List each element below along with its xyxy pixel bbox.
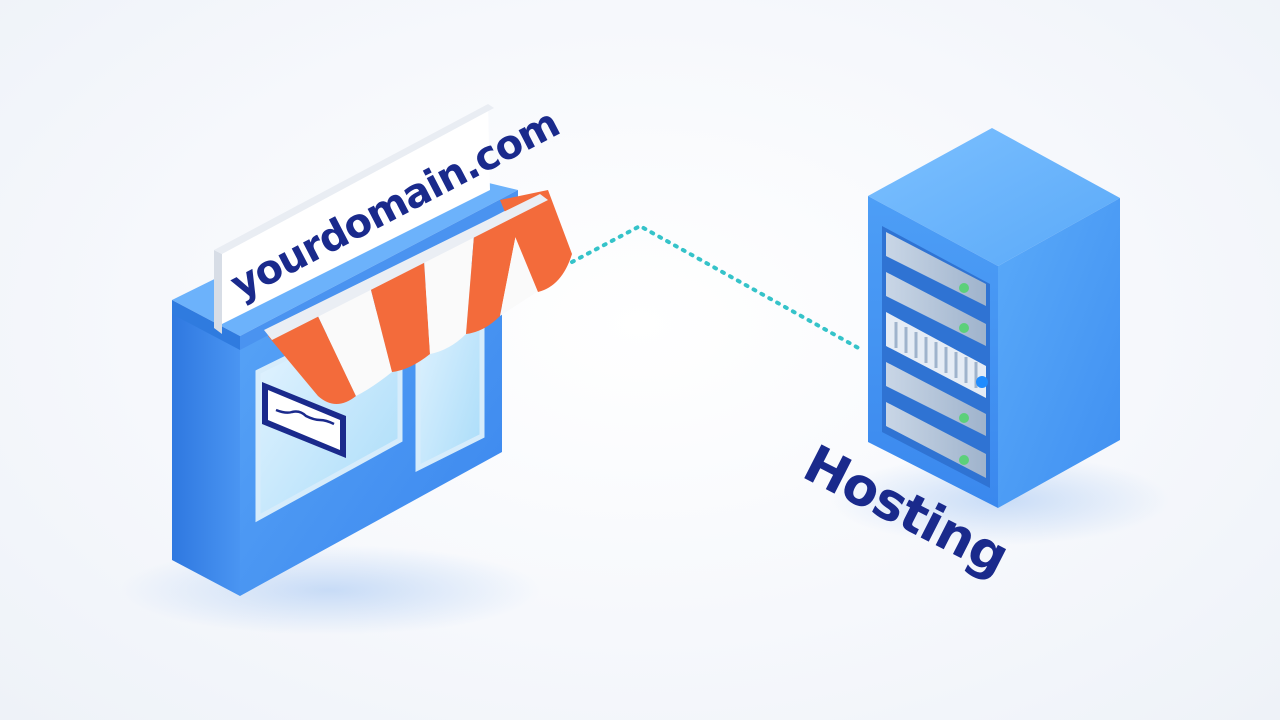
- connection-line: [570, 223, 864, 352]
- shop-window-sign: [262, 382, 346, 458]
- server-side: [998, 198, 1120, 508]
- server-rack: [868, 128, 1120, 508]
- server-activity-led: [976, 376, 988, 388]
- server-slot-2: [886, 272, 986, 346]
- storefront-building: yourdomain.com: [172, 101, 572, 596]
- shop-awning: [264, 190, 572, 404]
- server-top: [868, 128, 1120, 266]
- server-slot-4: [886, 362, 986, 436]
- server-slot-1: [886, 232, 986, 306]
- server-slot-5: [886, 402, 986, 478]
- shop-side-wall: [172, 312, 240, 596]
- shop-roof-edge: [172, 300, 240, 350]
- server-slot-3: [886, 312, 988, 398]
